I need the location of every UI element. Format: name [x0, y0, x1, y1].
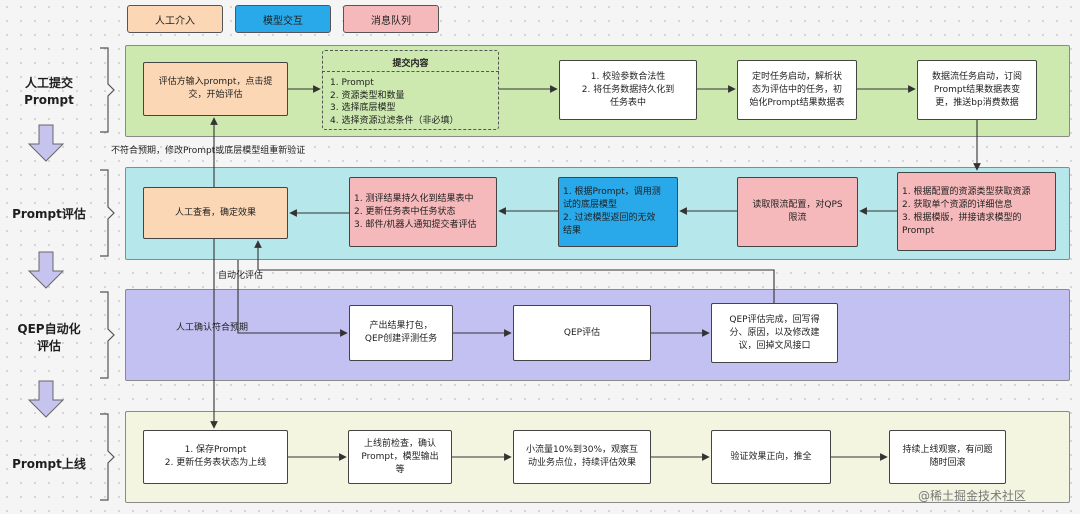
watermark: @稀土掘金技术社区	[918, 489, 1027, 503]
submit-content-list: 1. Prompt 2. 资源类型和数量 3. 选择底层模型 4. 选择资源过滤…	[330, 78, 459, 126]
qep-done-box[interactable]: QEP评估完成，回写得 分、原因，以及修改建 议，回掉文风接口	[711, 303, 838, 363]
qep-eval-box[interactable]: QEP评估	[513, 305, 651, 361]
evaluator-input-box[interactable]: 评估方输入prompt，点击提 交，开始评估	[143, 62, 288, 116]
label-confirm: 人工确认符合预期	[176, 323, 249, 333]
brace-submit	[100, 47, 115, 133]
brace-evaluate	[100, 169, 115, 257]
small-traffic-box[interactable]: 小流量10%到30%，观察互 动业务点位，持续评估效果	[513, 430, 651, 484]
submit-content-title: 提交内容	[392, 59, 429, 69]
model-call-box[interactable]: 1. 根据Prompt，调用测 试的底层模型 2. 过滤模型返回的无效 结果	[558, 177, 678, 247]
verify-box[interactable]: 验证效果正向，推全	[711, 430, 831, 484]
stage-arrow-2	[27, 251, 65, 289]
precheck-box[interactable]: 上线前检查，确认 Prompt，模型输出 等	[348, 430, 452, 484]
stage-label-evaluate: Prompt评估	[12, 206, 86, 221]
fetch-resources-box[interactable]: 1. 根据配置的资源类型获取资源 2. 获取单个资源的详细信息 3. 根据模版，…	[897, 172, 1056, 251]
dataflow-task-box[interactable]: 数据流任务启动，订阅 Prompt结果数据表变 更，推送bp消费数据	[917, 60, 1037, 120]
legend-manual: 人工介入	[127, 5, 223, 33]
observe-box[interactable]: 持续上线观察，有问题 随时回滚	[889, 430, 1006, 484]
stage-arrow-1	[27, 124, 65, 162]
legend-model: 模型交互	[235, 5, 331, 33]
stage-label-submit: 人工提交 Prompt	[24, 76, 74, 107]
submit-content-divider	[322, 71, 499, 72]
brace-qep	[100, 291, 115, 379]
package-result-box[interactable]: 产出结果打包， QEP创建评测任务	[349, 305, 453, 361]
scheduled-task-box[interactable]: 定时任务启动，解析状 态为评估中的任务，初 始化Prompt结果数据表	[737, 60, 857, 120]
rate-limit-box[interactable]: 读取限流配置，对QPS 限流	[737, 177, 858, 247]
lane-qep	[125, 289, 1070, 381]
brace-online	[100, 413, 115, 501]
manual-review-box[interactable]: 人工查看，确定效果	[143, 187, 288, 239]
label-auto-eval: 自动化评估	[218, 271, 264, 281]
legend-queue: 消息队列	[343, 5, 439, 33]
persist-result-box[interactable]: 1. 测评结果持久化到结果表中 2. 更新任务表中任务状态 3. 邮件/机器人通…	[349, 177, 497, 247]
stage-arrow-3	[27, 380, 65, 418]
save-prompt-box[interactable]: 1. 保存Prompt 2. 更新任务表状态为上线	[143, 430, 288, 484]
label-retry: 不符合预期，修改Prompt或底层模型组重新验证	[111, 146, 306, 156]
validate-box[interactable]: 1. 校验参数合法性 2. 将任务数据持久化到 任务表中	[559, 60, 697, 120]
stage-label-online: Prompt上线	[12, 456, 86, 471]
arrow-to-package	[237, 260, 348, 337]
stage-label-qep: QEP自动化 评估	[17, 322, 81, 353]
submit-content-group	[322, 50, 499, 130]
arrow-auto-eval	[254, 240, 775, 303]
